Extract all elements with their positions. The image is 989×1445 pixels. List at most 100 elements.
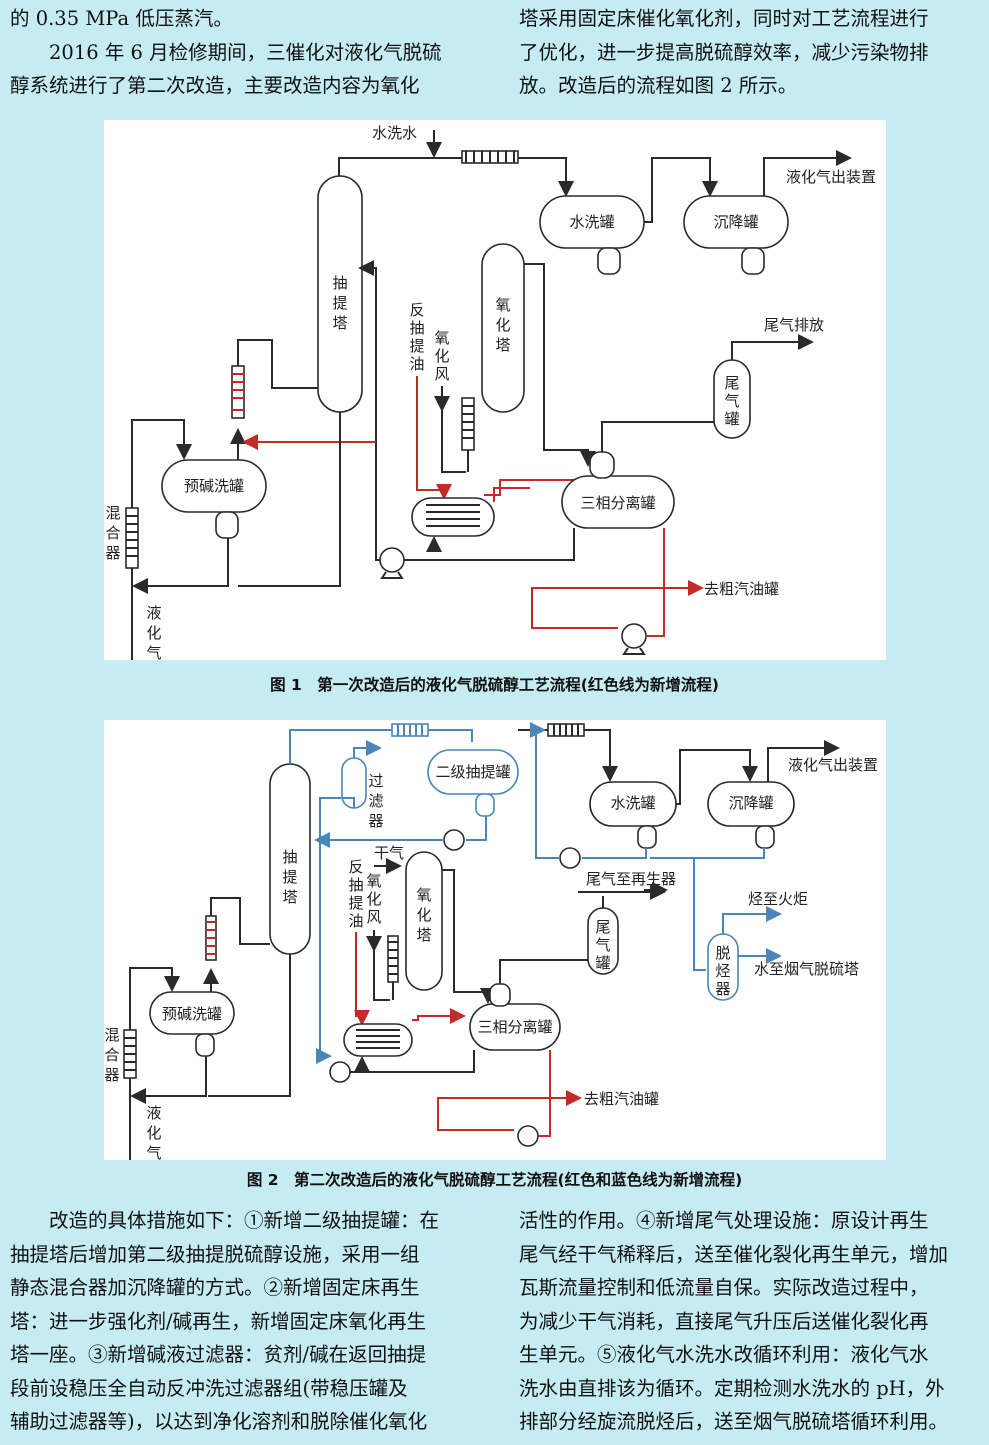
label-vchar: 滤 — [368, 792, 383, 810]
label-to-gasoline-tank: 去粗汽油罐 — [584, 1090, 659, 1108]
label-vchar: 液 — [146, 604, 161, 622]
secondary-extraction-tank — [427, 749, 519, 795]
label-water-in: 水洗水 — [372, 124, 417, 142]
text-line: 抽提塔后增加第二级抽提脱硫醇设施，采用一组 — [10, 1242, 420, 1266]
text-line: 2016 年 6 月检修期间，三催化对液化气脱硫 — [10, 40, 442, 64]
label-vchar: 脱 — [715, 944, 730, 962]
label-vchar: 反 — [409, 301, 424, 319]
label-vchar: 提 — [409, 337, 424, 355]
text-line: 为减少干气消耗，直接尾气升压后送催化裂化再 — [519, 1309, 929, 1333]
label-vchar: 罐 — [595, 954, 610, 972]
label-tower-char: 塔 — [332, 314, 347, 332]
oxidation-tower — [481, 243, 525, 413]
label-water-wash-tank: 水洗罐 — [569, 213, 614, 231]
label-pre-caustic-tank: 预碱洗罐 — [162, 1005, 222, 1023]
label-vchar: 罐 — [724, 410, 739, 428]
three-phase-separator — [561, 475, 675, 529]
label-three-phase-separator: 三相分离罐 — [477, 1018, 552, 1036]
label-tower-char: 塔 — [495, 336, 510, 354]
label-tower-char: 抽 — [332, 274, 347, 292]
label-vchar: 化 — [366, 890, 381, 908]
label-vchar: 抽 — [348, 876, 363, 894]
three-phase-separator — [469, 1003, 561, 1051]
figure-1-diagram: 水洗水 水洗罐 沉降罐 液化气出装置 抽 提 塔 氧 化 塔 反 抽 提 油 氧… — [105, 124, 876, 662]
label-vchar: 油 — [409, 355, 424, 373]
label-hydrocarbon-to-flare: 烃至火炬 — [748, 890, 808, 908]
label-vchar: 反 — [348, 858, 363, 876]
label-settling-tank: 沉降罐 — [713, 213, 758, 231]
top-text-left: 的 0.35 MPa 低压蒸汽。 2016 年 6 月检修期间，三催化对液化气脱… — [10, 2, 480, 103]
label-vchar: 油 — [348, 912, 363, 930]
label-vchar: 器 — [715, 980, 730, 998]
label-vchar: 烃 — [715, 962, 730, 980]
label-vchar: 化 — [434, 347, 449, 365]
label-water-to-desulf: 水至烟气脱硫塔 — [754, 960, 859, 978]
label-vchar: 塔 — [282, 888, 297, 906]
figure-2: 抽 提 塔 过 滤 器 二级抽提罐 水洗罐 沉降罐 液化气出装置 尾气至再生器 … — [104, 720, 886, 1162]
label-tower-char: 氧 — [495, 296, 510, 314]
label-settling-tank: 沉降罐 — [728, 794, 773, 812]
text-line: 塔采用固定床催化氧化剂，同时对工艺流程进行 — [519, 7, 929, 30]
label-vchar: 合 — [105, 524, 120, 542]
pump — [621, 623, 647, 649]
label-vchar: 器 — [368, 812, 383, 830]
label-vchar: 尾 — [595, 918, 610, 936]
text-line: 醇系统进行了第二次改造，主要改造内容为氧化 — [10, 74, 420, 97]
text-line: 尾气经干气稀释后，送至催化裂化再生单元，增加 — [519, 1242, 949, 1266]
text-line: 段前设稳压全自动反冲洗过滤器组(带稳压罐及 — [10, 1376, 408, 1400]
label-vchar: 提 — [282, 868, 297, 886]
label-vchar: 化 — [416, 906, 431, 924]
label-lpg-out: 液化气出装置 — [788, 756, 878, 774]
oxidation-tower — [405, 851, 443, 991]
text-line: 辅助过滤器等)，以达到净化溶剂和脱除催化氧化 — [10, 1410, 428, 1433]
label-vchar: 风 — [434, 365, 449, 383]
label-vchar: 气 — [724, 392, 739, 410]
text-line: 排部分经旋流脱烃后，送至烟气脱硫塔循环利用。 — [519, 1410, 949, 1433]
label-vchar: 氧 — [434, 329, 449, 347]
text-line: 静态混合器加沉降罐的方式。②新增固定床再生 — [10, 1276, 420, 1299]
label-dry-gas: 干气 — [374, 844, 404, 862]
label-vchar: 气 — [146, 644, 161, 660]
figure-1-caption: 图 1 第一次改造后的液化气脱硫醇工艺流程(红色线为新增流程) — [270, 676, 719, 694]
text-line: 放。改造后的流程如图 2 所示。 — [519, 74, 798, 97]
figure-2-diagram: 抽 提 塔 过 滤 器 二级抽提罐 水洗罐 沉降罐 液化气出装置 尾气至再生器 … — [104, 722, 878, 1162]
label-lpg-out: 液化气出装置 — [786, 168, 876, 186]
settling-tank — [707, 781, 795, 827]
text-line: 改造的具体措施如下：①新增二级抽提罐：在 — [10, 1209, 440, 1232]
pre-caustic-tank — [161, 459, 267, 513]
label-vchar: 抽 — [282, 848, 297, 866]
label-tail-gas-to-regen: 尾气至再生器 — [586, 870, 676, 888]
label-tower-char: 提 — [332, 294, 347, 312]
text-line: 塔一座。③新增碱液过滤器：贫剂/碱在返回抽提 — [10, 1343, 427, 1366]
pump — [379, 547, 405, 573]
label-water-wash-tank: 水洗罐 — [610, 794, 655, 812]
label-vchar: 氧 — [366, 872, 381, 890]
label-to-gasoline-tank: 去粗汽油罐 — [704, 580, 779, 598]
bottom-text-left: 改造的具体措施如下：①新增二级抽提罐：在 抽提塔后增加第二级抽提脱硫醇设施，采用… — [10, 1204, 480, 1439]
pump — [517, 1125, 539, 1147]
label-pre-caustic-tank: 预碱洗罐 — [184, 477, 244, 495]
label-vchar: 液 — [146, 1104, 161, 1122]
settling-tank — [683, 195, 789, 249]
text-line: 了优化，进一步提高脱硫醇效率，减少污染物排 — [519, 40, 929, 64]
bottom-text-right: 活性的作用。④新增尾气处理设施：原设计再生 尾气经干气稀释后，送至催化裂化再生单… — [519, 1204, 987, 1439]
label-vchar: 气 — [595, 936, 610, 954]
pump — [559, 847, 581, 869]
label-vchar: 风 — [366, 908, 381, 926]
text-line: 瓦斯流量控制和低流量自保。实际改造过程中， — [519, 1276, 929, 1299]
label-vchar: 混 — [105, 504, 120, 522]
text-line: 洗水由直排该为循环。定期检测水洗水的 pH，外 — [519, 1376, 945, 1400]
heat-exchanger — [343, 1023, 413, 1057]
label-vchar: 化 — [146, 624, 161, 642]
figure-1: 水洗水 水洗罐 沉降罐 液化气出装置 抽 提 塔 氧 化 塔 反 抽 提 油 氧… — [104, 120, 886, 662]
label-vchar: 过 — [368, 772, 383, 790]
label-vchar: 氧 — [416, 886, 431, 904]
label-vchar: 塔 — [416, 926, 431, 944]
label-tail-gas-vent: 尾气排放 — [764, 316, 824, 334]
pre-caustic-tank — [149, 991, 235, 1035]
text-line: 生单元。⑤液化气水洗水改循环利用：液化气水 — [519, 1343, 929, 1366]
text-line: 塔：进一步强化剂/碱再生，新增固定床氧化再生 — [10, 1309, 427, 1333]
text-line: 的 0.35 MPa 低压蒸汽。 — [10, 7, 233, 30]
label-vchar: 尾 — [724, 374, 739, 392]
pump — [443, 829, 465, 851]
